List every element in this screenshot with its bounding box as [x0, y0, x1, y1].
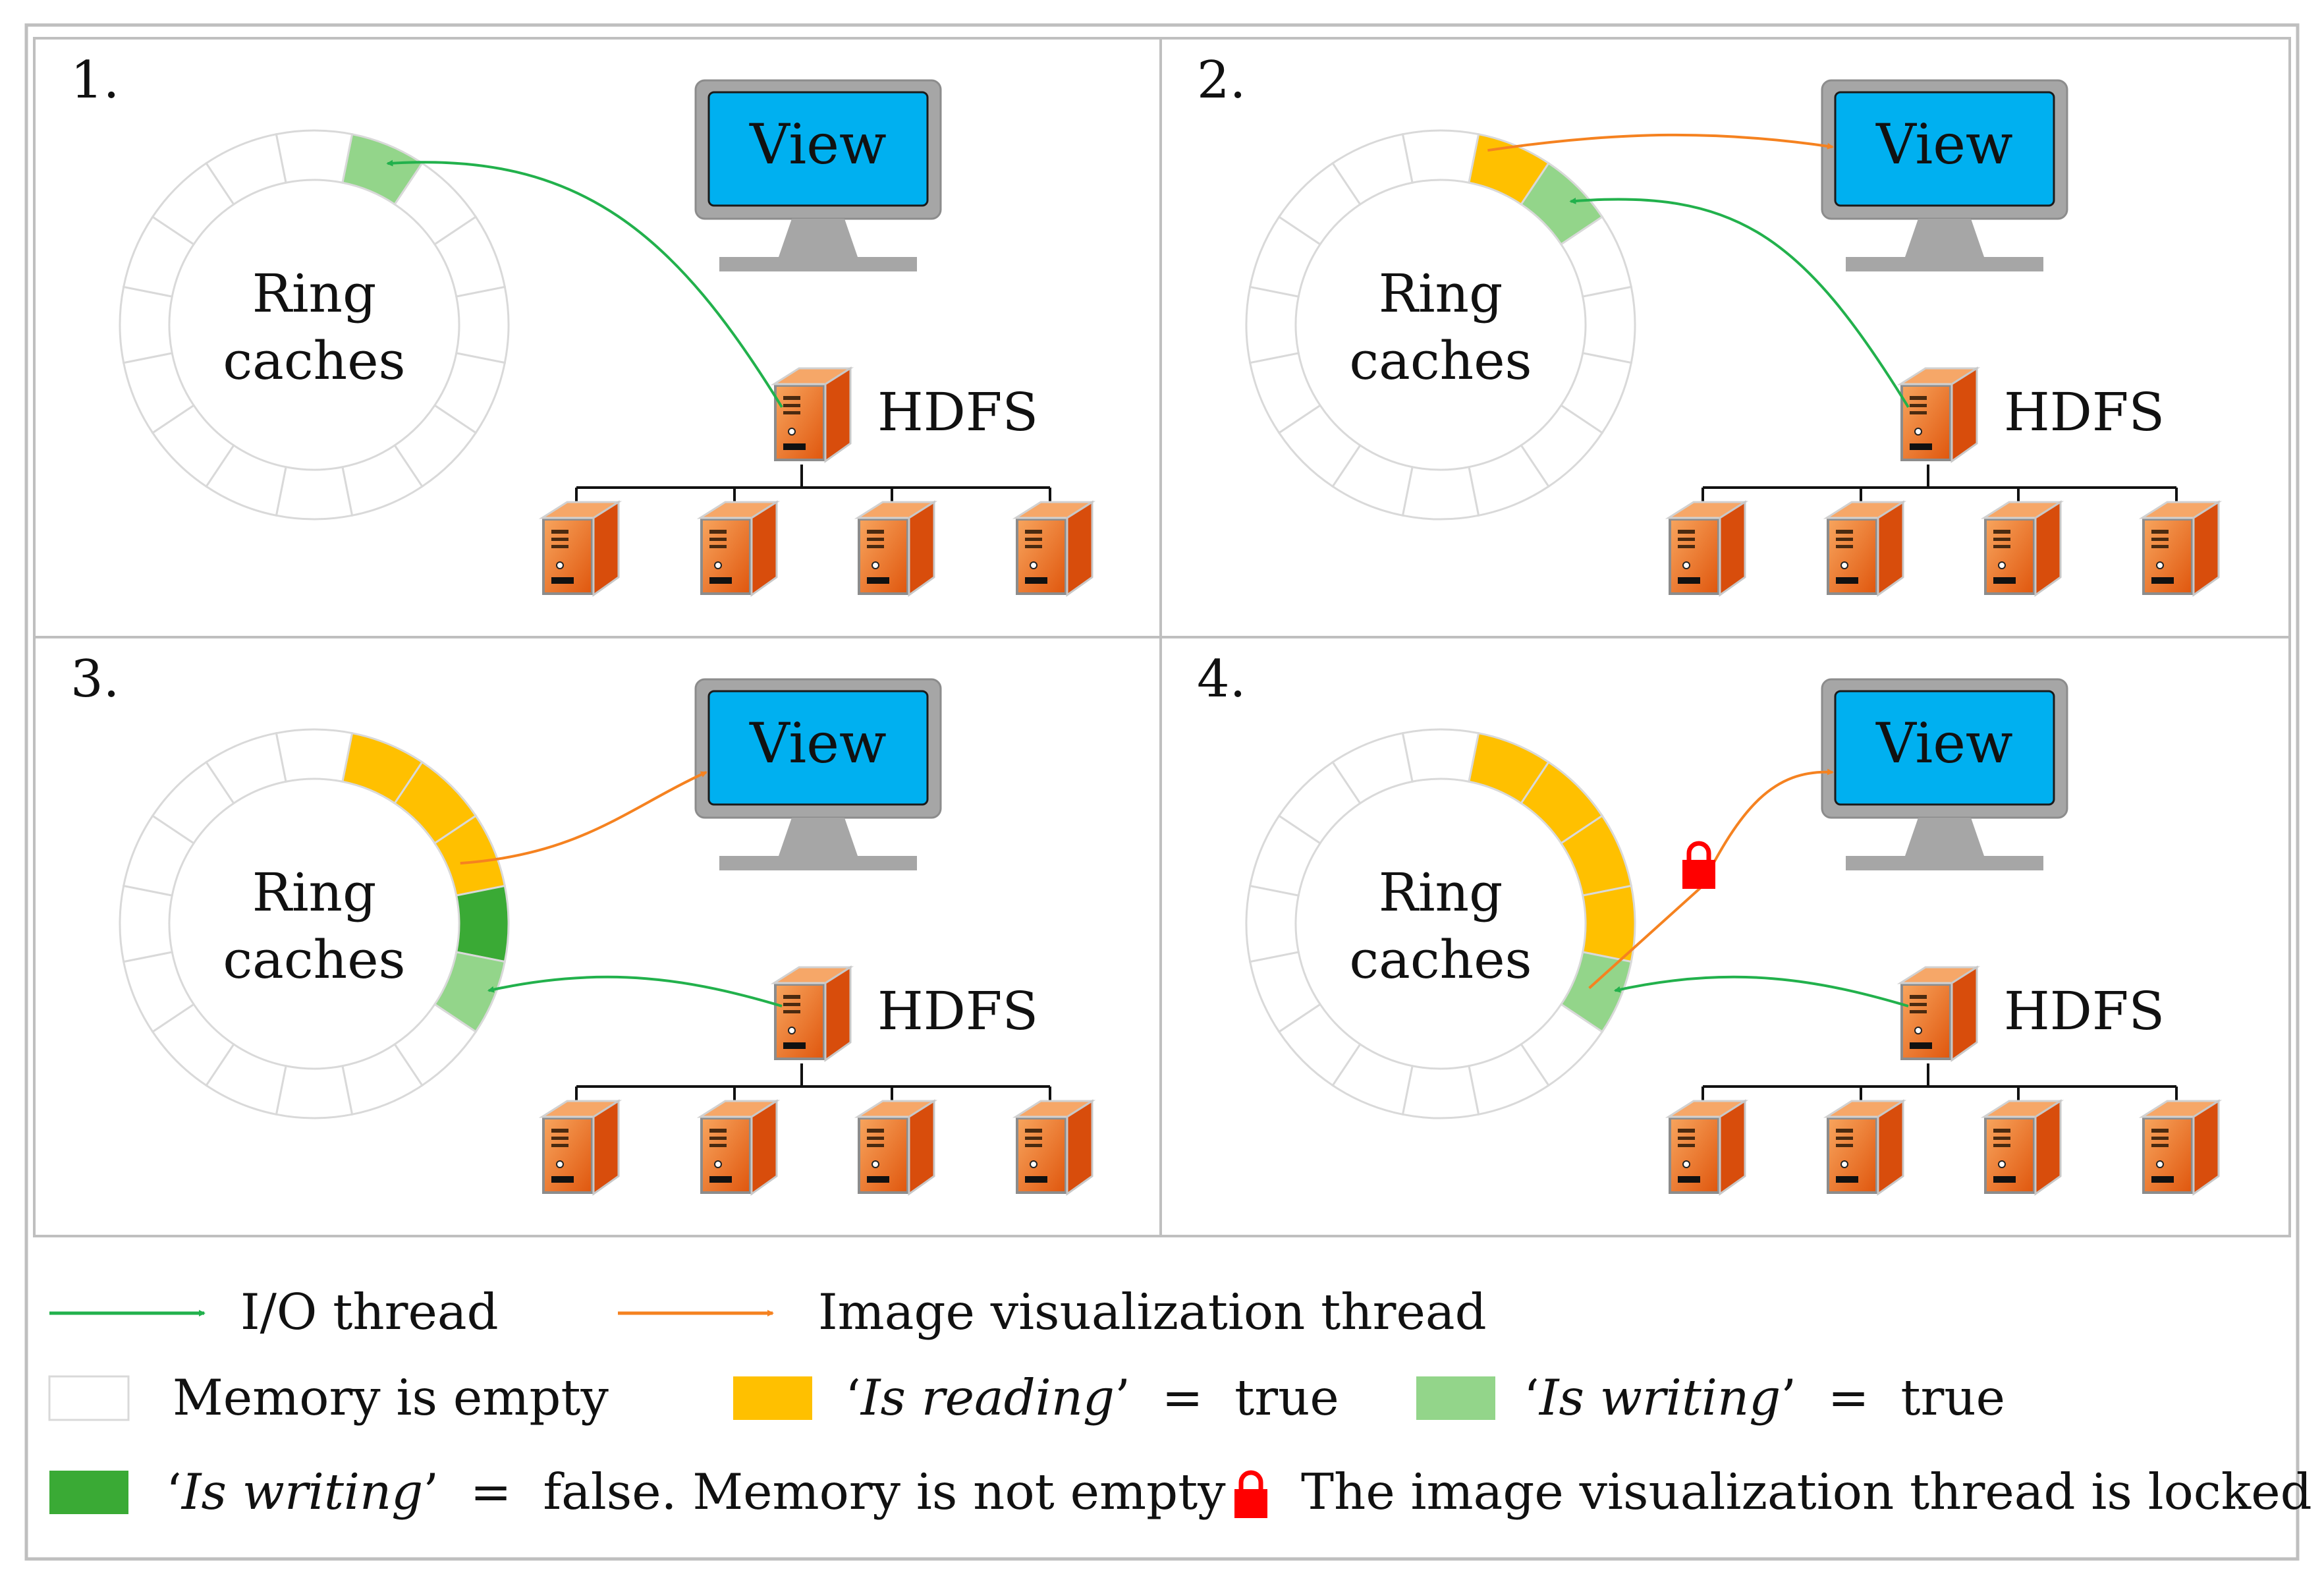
lock-icon: [1234, 1470, 1267, 1518]
outer-frame: [24, 23, 2300, 1561]
legend-io-label: I/O thread: [240, 1283, 499, 1341]
datanode-server-icon-1: [1667, 1100, 1746, 1195]
ring-cache: [119, 728, 510, 1119]
io-thread-arrow: [1613, 975, 1909, 1007]
datanode-server-icon-3: [1983, 501, 2062, 596]
legend-locked-label: The image visualization thread is locked: [1301, 1463, 2312, 1521]
ring-segment-empty: [275, 728, 354, 783]
ring-label-line2: caches: [1349, 330, 1532, 391]
visualization-thread-arrow: [460, 771, 707, 865]
ring-cache: [1245, 129, 1636, 521]
legend-writing-label: ‘Is writing’ = true: [1524, 1369, 2005, 1427]
datanode-server-icon-3: [856, 501, 935, 596]
legend-empty-swatch: [48, 1375, 130, 1421]
legend-reading-swatch: [733, 1376, 812, 1420]
view-label: View: [749, 711, 887, 776]
panel-number: 2.: [1197, 51, 1246, 110]
datanode-server-icon-3: [1983, 1100, 2062, 1195]
hdfs-label: HDFS: [877, 980, 1038, 1042]
datanode-server-icon-1: [1667, 501, 1746, 596]
datanode-server-icon-4: [1014, 1100, 1093, 1195]
hdfs-tree: [1702, 1063, 2178, 1110]
hdfs-label: HDFS: [2004, 980, 2165, 1042]
legend: I/O thread Image visualization thread Me…: [48, 1283, 2312, 1521]
view-label: View: [1875, 112, 2013, 177]
ring-segment-empty: [455, 285, 510, 364]
datanode-server-icon-4: [2141, 1100, 2220, 1195]
ring-segment-empty: [275, 1065, 354, 1119]
ring-segment-empty: [1401, 728, 1480, 783]
legend-written-swatch: [49, 1471, 128, 1514]
ring-segment-empty: [275, 129, 354, 184]
ring-segment-written-not-empty: [455, 884, 510, 963]
datanode-server-icon-1: [541, 501, 620, 596]
hdfs-label: HDFS: [2004, 381, 2165, 443]
ring-segment-empty: [1245, 285, 1300, 364]
legend-vis-label: Image visualization thread: [818, 1283, 1487, 1341]
ring-cache: [119, 129, 510, 521]
view-label: View: [1875, 711, 2013, 776]
datanode-server-icon-2: [699, 1100, 778, 1195]
ring-segment-empty: [119, 285, 173, 364]
hdfs-tree: [575, 465, 1051, 511]
legend-writing-swatch: [1416, 1376, 1495, 1420]
ring-segment-empty: [119, 884, 173, 963]
hdfs-server-icon: [773, 966, 852, 1061]
io-thread-arrow: [386, 159, 783, 409]
legend-reading-label: ‘Is reading’ = true: [845, 1369, 1339, 1427]
datanode-server-icon-1: [541, 1100, 620, 1195]
ring-segment-empty: [1401, 466, 1480, 521]
ring-segment-empty: [1582, 285, 1636, 364]
ring-label-line1: Ring: [252, 862, 377, 923]
lock-icon: [1682, 841, 1715, 889]
hdfs-server-icon: [1899, 367, 1978, 463]
datanode-server-icon-4: [1014, 501, 1093, 596]
ring-label-line2: caches: [223, 330, 405, 391]
legend-written-label: ‘Is writing’ = false. Memory is not empt…: [166, 1463, 1226, 1521]
panel-number: 4.: [1197, 650, 1246, 709]
hdfs-server-icon: [1899, 966, 1978, 1061]
datanode-server-icon-2: [1825, 1100, 1904, 1195]
hdfs-server-icon: [773, 367, 852, 463]
io-thread-arrow: [487, 975, 783, 1007]
ring-segment-is-reading-true: [1582, 884, 1636, 963]
io-thread-arrow: [1569, 198, 1910, 409]
ring-segment-empty: [275, 466, 354, 521]
panel-number: 3.: [70, 650, 119, 709]
legend-empty-label: Memory is empty: [173, 1369, 609, 1427]
ring-segment-empty: [1401, 1065, 1480, 1119]
ring-label-line1: Ring: [1379, 263, 1503, 324]
panel-number: 1.: [70, 51, 119, 110]
ring-label-line2: caches: [1349, 929, 1532, 990]
view-label: View: [749, 112, 887, 177]
ring-label-line2: caches: [223, 929, 405, 990]
ring-label-line1: Ring: [1379, 862, 1503, 923]
datanode-server-icon-2: [699, 501, 778, 596]
ring-cache: [1245, 728, 1636, 1119]
hdfs-tree: [1702, 465, 2178, 511]
ring-segment-empty: [1245, 884, 1300, 963]
datanode-server-icon-3: [856, 1100, 935, 1195]
hdfs-tree: [575, 1063, 1051, 1110]
ring-segment-empty: [1401, 129, 1480, 184]
datanode-server-icon-4: [2141, 501, 2220, 596]
datanode-server-icon-2: [1825, 501, 1904, 596]
hdfs-label: HDFS: [877, 381, 1038, 443]
visualization-thread-arrow: [1487, 133, 1834, 152]
ring-label-line1: Ring: [252, 263, 377, 324]
